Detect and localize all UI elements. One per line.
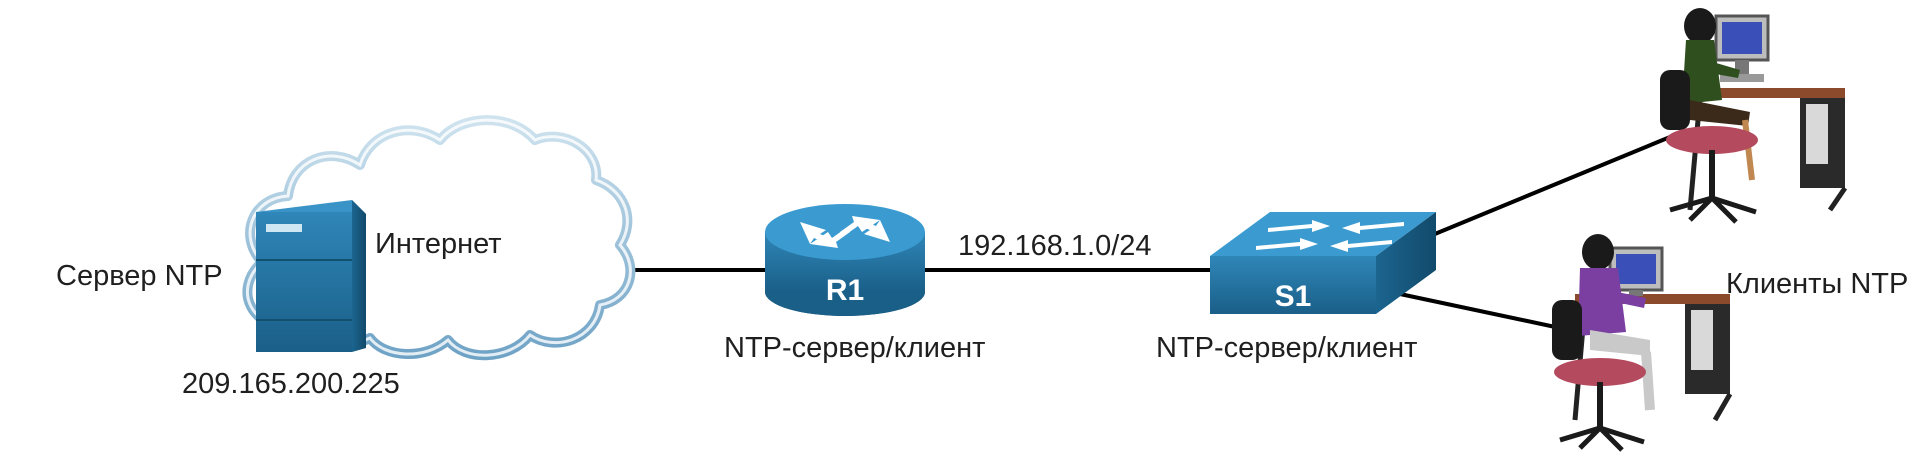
router-arrows-icon bbox=[800, 216, 890, 248]
router-r1-icon: R1 bbox=[765, 204, 925, 316]
switch-name: S1 bbox=[1275, 280, 1312, 313]
ntp-clients-label: Клиенты NTP bbox=[1726, 268, 1909, 300]
switch-client2-link bbox=[1399, 292, 1561, 330]
router-name: R1 bbox=[826, 274, 864, 307]
ntp-server-icon bbox=[256, 200, 366, 352]
internet-label: Интернет bbox=[375, 228, 502, 260]
router-role-label: NTP-сервер/клиент bbox=[724, 332, 986, 364]
switch-client1-link bbox=[1429, 135, 1671, 238]
ntp-server-ip: 209.165.200.225 bbox=[182, 368, 400, 400]
ntp-client-2-icon bbox=[1552, 234, 1733, 452]
network-address-label: 192.168.1.0/24 bbox=[958, 230, 1152, 262]
switch-s1-icon: S1 bbox=[1210, 212, 1436, 314]
switch-arrows-icon bbox=[1256, 220, 1404, 252]
ntp-client-1-icon bbox=[1660, 8, 1848, 224]
ntp-server-label: Сервер NTP bbox=[56, 260, 223, 292]
internet-cloud-icon bbox=[242, 115, 636, 361]
switch-role-label: NTP-сервер/клиент bbox=[1156, 332, 1418, 364]
links bbox=[630, 135, 1671, 330]
